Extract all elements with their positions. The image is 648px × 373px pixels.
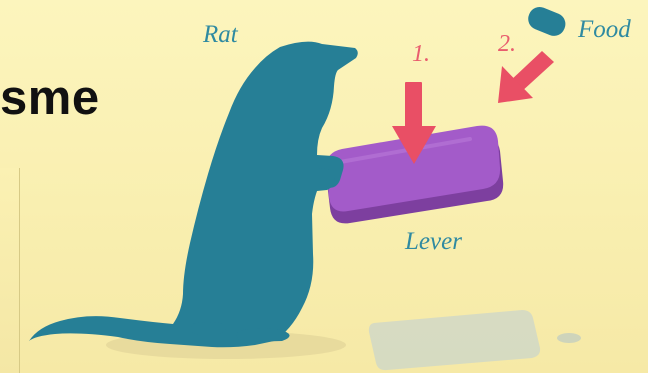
rat-icon [29,42,358,348]
food-pellet-icon [525,4,569,40]
lever-label: Lever [405,229,462,254]
step-one-label: 1. [412,42,430,66]
food-arrow-icon [498,51,554,103]
rat-label: Rat [203,22,238,47]
food-label: Food [578,17,631,42]
food-tray-icon [369,310,540,370]
step-two-label: 2. [498,32,516,56]
food-tray-pellet-shadow [557,333,581,343]
